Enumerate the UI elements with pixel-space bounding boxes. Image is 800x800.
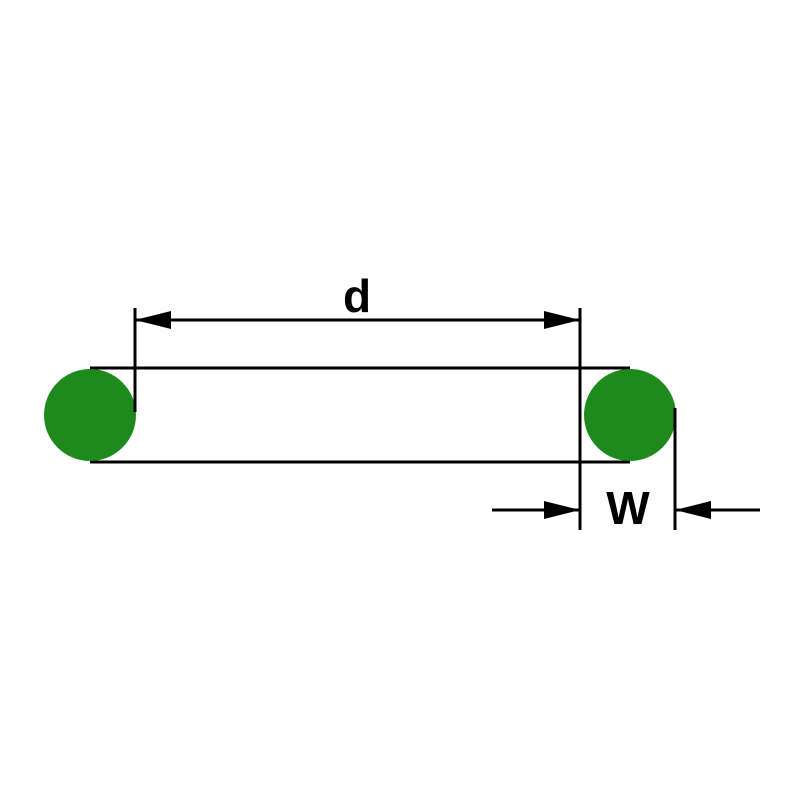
width-label: W	[606, 482, 650, 534]
width-dimension	[492, 408, 760, 530]
oring-left-cross-section	[44, 369, 136, 461]
oring-right-cross-section	[584, 369, 676, 461]
diameter-label: d	[343, 270, 371, 322]
diameter-dimension	[133, 308, 582, 530]
oring-body	[44, 366, 676, 464]
